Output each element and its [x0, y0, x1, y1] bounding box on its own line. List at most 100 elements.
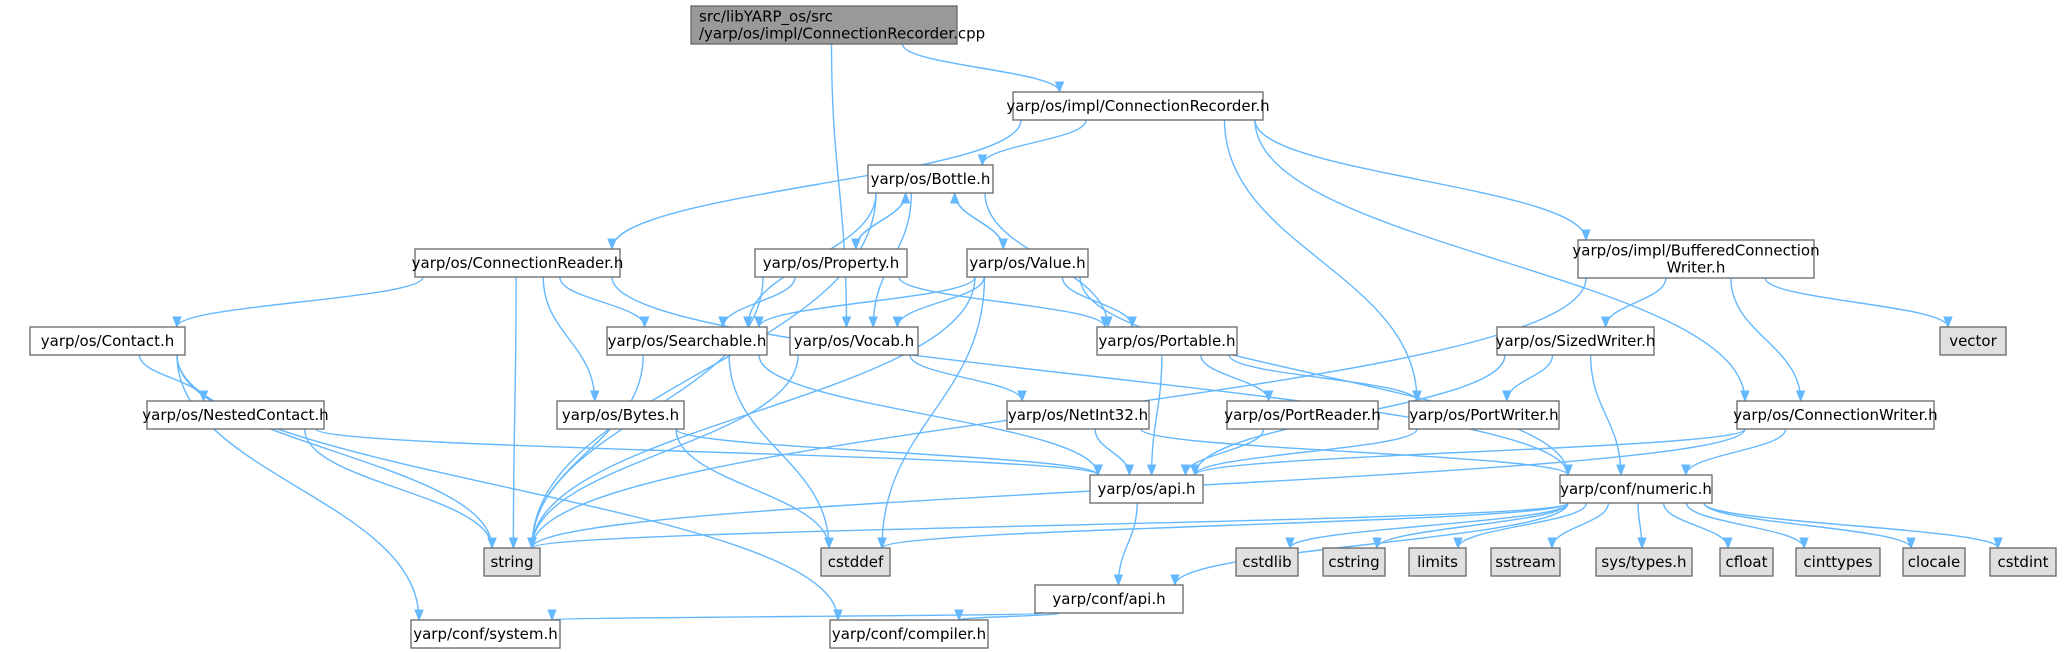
node-label: yarp/os/Property.h: [763, 254, 899, 272]
edge-contact-to-compiler: [176, 354, 843, 622]
node-label: cinttypes: [1803, 553, 1872, 571]
node-bottle[interactable]: yarp/os/Bottle.h: [867, 164, 994, 194]
node-box: [754, 248, 908, 278]
node-cstddef: cstddef: [820, 547, 891, 577]
node-portwriter[interactable]: yarp/os/PortWriter.h: [1408, 400, 1560, 430]
node-box: [1034, 584, 1184, 614]
edge-bytes-to-cstddef: [675, 428, 834, 550]
node-label: string: [490, 553, 533, 571]
node-box: [1595, 547, 1693, 577]
edge-value-to-numeric: [1079, 276, 1573, 477]
edge-conf_api-to-compiler: [954, 609, 1060, 622]
edge-contact-to-system: [176, 354, 424, 622]
edge-sizedwriter-to-portwriter: [1502, 354, 1554, 403]
edge-bottle-to-property: [851, 192, 907, 251]
node-box: [1012, 91, 1264, 121]
node-systypes: sys/types.h: [1595, 547, 1693, 577]
node-portreader[interactable]: yarp/os/PortReader.h: [1224, 400, 1381, 430]
node-box: [820, 547, 891, 577]
node-box: [1408, 547, 1467, 577]
edge-conn_recorder_h-to-conn_writer: [1254, 119, 1750, 403]
node-box: [29, 326, 186, 356]
node-box: [966, 248, 1089, 278]
node-system[interactable]: yarp/conf/system.h: [410, 619, 561, 649]
node-label: cstddef: [828, 553, 884, 571]
node-label: yarp/os/api.h: [1097, 480, 1195, 498]
node-box: [606, 326, 768, 356]
edge-vocab-to-netint32: [909, 354, 1027, 403]
node-box: [1719, 547, 1774, 577]
edge-conn_recorder_h-to-conn_reader: [607, 119, 1022, 251]
node-string: string: [483, 547, 541, 577]
node-label: sstream: [1495, 553, 1555, 571]
node-label: yarp/os/PortWriter.h: [1409, 406, 1558, 424]
node-label: src/libYARP_os/src: [699, 8, 833, 27]
node-sizedwriter[interactable]: yarp/os/SizedWriter.h: [1496, 326, 1656, 356]
edge-conf_api-to-system: [547, 609, 1044, 622]
node-label: vector: [1949, 332, 1997, 350]
node-contact[interactable]: yarp/os/Contact.h: [29, 326, 186, 356]
node-conn_writer[interactable]: yarp/os/ConnectionWriter.h: [1733, 400, 1938, 430]
node-property[interactable]: yarp/os/Property.h: [754, 248, 908, 278]
edge-conn_recorder_h-to-portwriter: [1223, 119, 1422, 403]
node-label: yarp/os/PortReader.h: [1224, 406, 1381, 424]
node-vocab[interactable]: yarp/os/Vocab.h: [789, 326, 919, 356]
node-label: yarp/os/Value.h: [969, 254, 1085, 272]
node-label: /yarp/os/impl/ConnectionRecorder.cpp: [699, 25, 985, 43]
node-label: cstdint: [1997, 553, 2048, 571]
node-label: yarp/conf/compiler.h: [832, 625, 986, 643]
edge-numeric-to-cfloat: [1662, 502, 1733, 550]
node-vector: vector: [1939, 326, 2007, 356]
node-portable[interactable]: yarp/os/Portable.h: [1096, 326, 1238, 356]
node-numeric[interactable]: yarp/conf/numeric.h: [1559, 474, 1713, 504]
node-box: [1902, 547, 1966, 577]
node-bytes[interactable]: yarp/os/Bytes.h: [556, 400, 685, 430]
node-compiler[interactable]: yarp/conf/compiler.h: [829, 619, 989, 649]
node-label: yarp/os/SizedWriter.h: [1496, 332, 1656, 350]
edge-portable-to-portwriter: [1228, 354, 1422, 403]
node-label: yarp/os/Vocab.h: [794, 332, 914, 350]
node-searchable[interactable]: yarp/os/Searchable.h: [606, 326, 768, 356]
node-label: yarp/os/Searchable.h: [608, 332, 767, 350]
node-label: yarp/os/ConnectionReader.h: [412, 254, 624, 272]
edge-contact-to-nestedcontact: [138, 354, 209, 403]
edge-conn_reader-to-bytes: [542, 276, 600, 403]
node-conn_recorder_h[interactable]: yarp/os/impl/ConnectionRecorder.h: [1006, 91, 1270, 121]
node-nestedcontact[interactable]: yarp/os/NestedContact.h: [142, 400, 329, 430]
node-box: [1559, 474, 1713, 504]
node-box: [1408, 400, 1560, 430]
edge-numeric-to-cstdlib: [1285, 502, 1569, 550]
node-conf_api[interactable]: yarp/conf/api.h: [1034, 584, 1184, 614]
edge-os_api-to-conf_api: [1113, 502, 1138, 587]
node-box: [1089, 474, 1204, 504]
edge-portreader-to-os_api: [1180, 428, 1265, 477]
edge-numeric-to-cinttypes: [1685, 502, 1809, 550]
node-box: [1490, 547, 1561, 577]
node-netint32[interactable]: yarp/os/NetInt32.h: [1006, 400, 1150, 430]
node-label: yarp/os/Portable.h: [1099, 332, 1236, 350]
edge-numeric-to-cstring: [1372, 502, 1569, 550]
edge-conn_recorder_h-to-buffered: [1254, 119, 1591, 242]
node-os_api[interactable]: yarp/os/api.h: [1089, 474, 1204, 504]
edge-bottle-to-string: [527, 192, 877, 550]
node-label: sys/types.h: [1601, 553, 1686, 571]
node-conn_reader[interactable]: yarp/os/ConnectionReader.h: [412, 248, 624, 278]
node-value[interactable]: yarp/os/Value.h: [966, 248, 1089, 278]
edge-bytes-to-os_api: [675, 428, 1103, 477]
node-label: clocale: [1908, 553, 1960, 571]
node-box: [410, 619, 561, 649]
edge-bottle-to-value: [954, 192, 1008, 251]
node-box: [867, 164, 994, 194]
node-label: limits: [1417, 553, 1458, 571]
node-cstdint: cstdint: [1989, 547, 2057, 577]
edge-numeric-to-conf_api: [1170, 502, 1569, 587]
node-box: [1577, 239, 1815, 279]
node-cinttypes: cinttypes: [1795, 547, 1881, 577]
node-root[interactable]: src/libYARP_os/src/yarp/os/impl/Connecti…: [690, 5, 985, 45]
edge-numeric-to-systypes: [1637, 502, 1647, 550]
node-box: [1989, 547, 2057, 577]
edge-value-to-vocab: [892, 276, 985, 329]
node-box: [414, 248, 621, 278]
edge-conn_reader-to-string: [508, 276, 519, 550]
